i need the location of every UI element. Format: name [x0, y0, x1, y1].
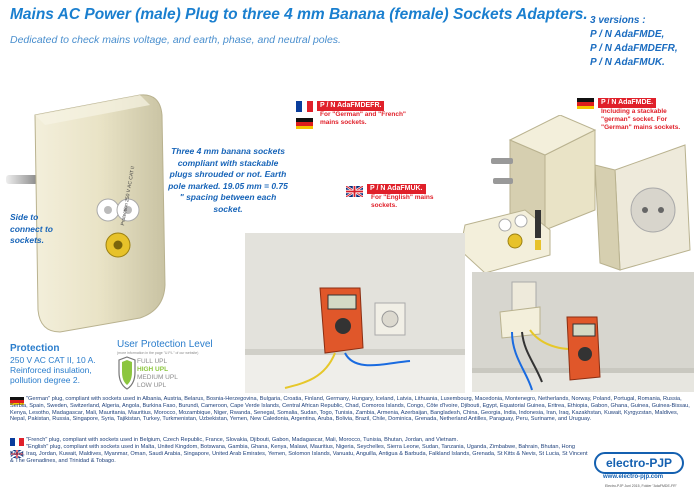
shield-icon: [118, 356, 136, 390]
version-item: P / N AdaFMDE,: [590, 29, 665, 40]
page-title: Mains AC Power (male) Plug to three 4 mm…: [10, 6, 588, 23]
germany-flag-icon: [577, 98, 594, 109]
protection-line: 250 V AC CAT II, 10 A.: [10, 355, 96, 365]
french-compatibility: "French" plug, compliant with sockets us…: [26, 437, 459, 443]
germany-flag-icon: [296, 118, 313, 129]
fmde-part-number: P / N AdaFMDE.: [598, 98, 657, 108]
version-item: P / N AdaFMUK.: [590, 57, 665, 68]
versions-list: 3 versions : P / N AdaFMDE, P / N AdaFMD…: [590, 14, 678, 70]
versions-heading: 3 versions :: [590, 15, 646, 26]
upl-level-medium: MEDIUM UPL: [137, 374, 178, 381]
france-flag-icon: [10, 438, 24, 446]
upl-title: User Protection Level: [117, 339, 213, 350]
website-link[interactable]: www.electro-pjp.com: [603, 474, 664, 480]
photo-meter-floor: [245, 233, 465, 393]
upl-level-full: FULL UPL: [137, 358, 168, 365]
protection-line: pollution degree 2.: [10, 375, 80, 385]
page-subtitle: Dedicated to check mains voltage, and ea…: [10, 34, 341, 46]
uk-flag-icon: [345, 184, 364, 199]
plug-pin-icon: [6, 175, 38, 184]
adapter-product-image: [6, 94, 166, 333]
france-flag-icon: [296, 101, 313, 112]
photo-meter-wall: [472, 272, 694, 392]
protection-title: Protection: [10, 343, 60, 354]
upl-subtitle: (more information in the page "U.P.L" of…: [117, 351, 199, 355]
german-compatibility: "German" plug, compliant with sockets us…: [10, 396, 690, 423]
fmdefr-description: For "German" and "French" mains sockets.: [320, 111, 407, 126]
germany-flag-icon: [10, 397, 24, 405]
version-item: P / N AdaFMDEFR,: [590, 43, 678, 54]
electro-pjp-logo: electro-PJP: [594, 452, 684, 474]
uk-flag-icon: [10, 445, 24, 459]
side-connect-description: Side to connect to sockets.: [10, 212, 53, 245]
adapters-group-image: [459, 115, 691, 274]
protection-line: Reinforced insulation,: [10, 365, 92, 375]
logo-text: electro-PJP: [605, 456, 673, 470]
upl-level-high: HIGH UPL: [137, 366, 169, 373]
fmuk-description: For "English" mains sockets.: [371, 194, 434, 209]
fmuk-part-number: P / N AdaFMUK.: [367, 184, 426, 194]
fmdefr-part-number: P / N AdaFMDEFR.: [317, 101, 385, 111]
fmde-description: Including a stackable "german" socket. F…: [601, 108, 681, 131]
english-compatibility: "English" plug, compliant with sockets u…: [10, 444, 588, 464]
protection-text: 250 V AC CAT II, 10 A. Reinforced insula…: [10, 355, 96, 385]
upl-level-low: LOW UPL: [137, 382, 167, 389]
copyright-text: Electro-PJP Juni 2015, Folder "AdaFMDE-F…: [605, 484, 677, 488]
banana-sockets-description: Three 4 mm banana sockets compliant with…: [168, 146, 288, 214]
